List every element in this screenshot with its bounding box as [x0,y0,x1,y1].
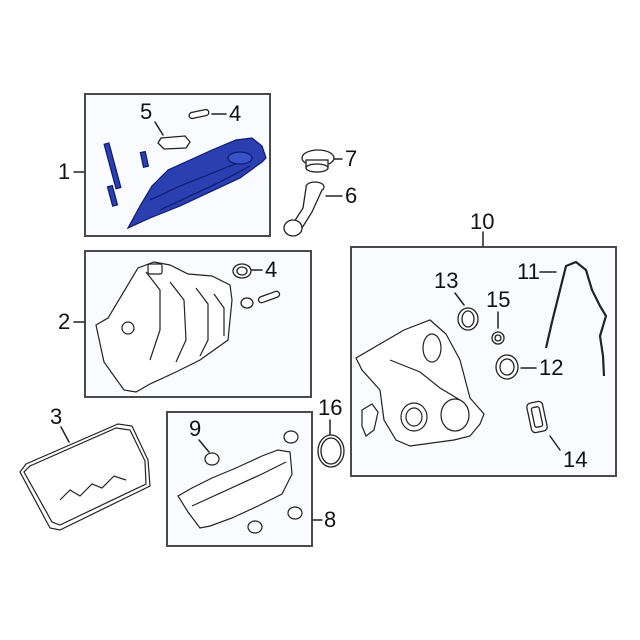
callout-13: 13 [434,268,459,293]
seal-5 [157,135,191,150]
callout-14: 14 [563,447,588,472]
callout-11: 11 [517,259,540,284]
callout-5: 5 [140,99,153,124]
engine-cover-part [177,430,303,534]
callout-8: 8 [324,507,337,532]
callout-4-top: 4 [229,101,242,126]
seal-4 [188,108,210,120]
oil-pan-gasket-part [19,423,151,531]
callout-2: 2 [58,309,71,334]
intake-manifold-part [95,261,233,393]
callout-15: 15 [486,287,511,312]
callout-4-box2: 4 [265,257,278,282]
callout-10: 10 [470,209,495,234]
callout-6: 6 [345,183,358,208]
callout-1: 1 [58,159,71,184]
callout-16: 16 [318,395,343,420]
timing-gasket-part [544,260,608,377]
callout-9: 9 [189,416,202,441]
callout-3: 3 [50,404,63,429]
callout-7: 7 [345,146,358,171]
valve-cover-part [103,137,267,230]
timing-cover-part [355,319,485,447]
callout-12: 12 [539,355,564,380]
